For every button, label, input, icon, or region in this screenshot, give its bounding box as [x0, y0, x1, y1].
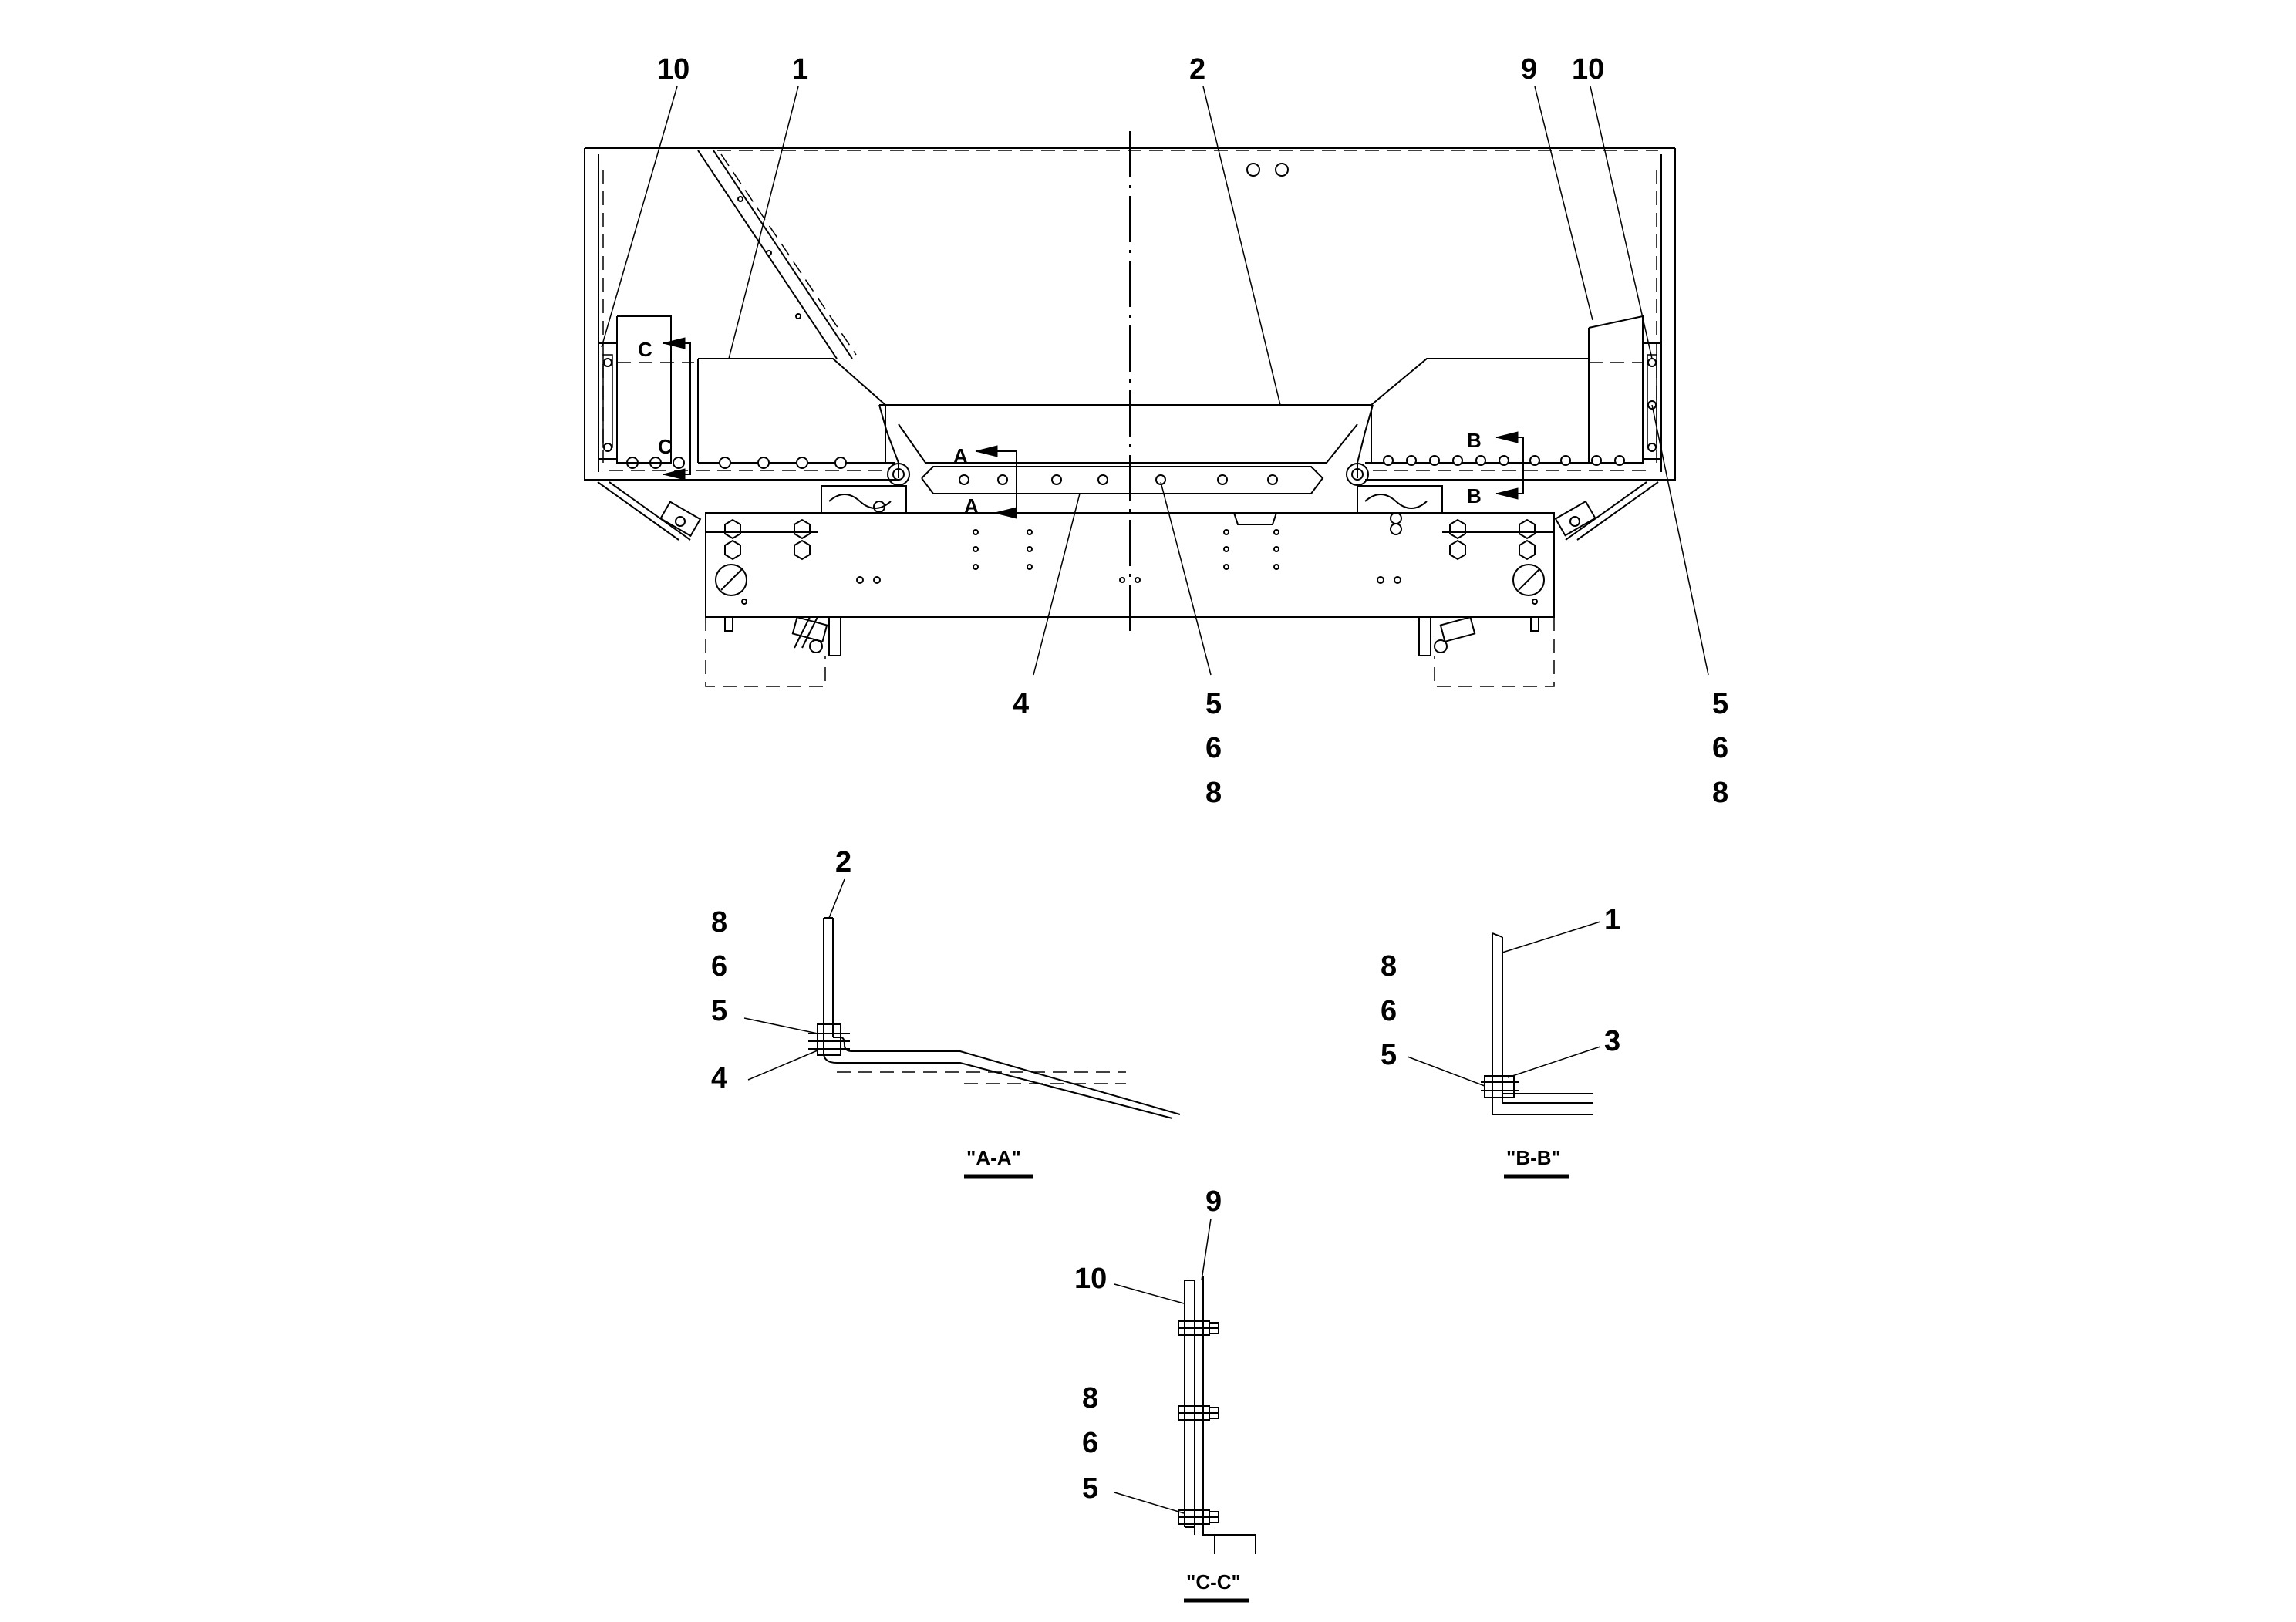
bb-section-title: "B-B" — [1506, 1146, 1561, 1169]
cc-bolt-3 — [1178, 1509, 1219, 1525]
aa-callout-6: 6 — [711, 950, 727, 983]
callout-2: 2 — [1189, 53, 1205, 86]
spring-left — [821, 485, 907, 514]
section-marker-c-bottom: C — [658, 435, 673, 458]
cc-callout-6: 6 — [1082, 1427, 1098, 1459]
section-marker-a: A A — [953, 444, 1017, 519]
deflector-strip — [921, 466, 1324, 494]
bb-callout-6: 6 — [1381, 995, 1397, 1027]
bb-callout-5: 5 — [1381, 1039, 1397, 1071]
aa-callout-2: 2 — [835, 846, 851, 878]
section-marker-a-top: A — [953, 444, 968, 467]
wheel-left-dashed — [705, 617, 826, 687]
center-chute — [878, 404, 1374, 478]
callout-4: 4 — [1013, 688, 1029, 720]
corner-panel-left — [598, 315, 672, 464]
section-aa: 2 8 6 5 4 "A-A" — [711, 846, 1181, 1179]
bb-callout-8: 8 — [1381, 950, 1397, 983]
callout-10-right: 10 — [1572, 53, 1604, 86]
section-marker-c-top: C — [638, 338, 652, 361]
aa-section-title: "A-A" — [966, 1146, 1021, 1169]
cc-section-title: "C-C" — [1186, 1570, 1241, 1593]
wheel-right-dashed — [1434, 617, 1555, 687]
aa-callout-8: 8 — [711, 906, 727, 939]
spring-right — [1357, 485, 1443, 535]
callout-5-right: 5 — [1712, 688, 1728, 720]
section-marker-c: C C — [638, 337, 691, 481]
side-panel-right — [1365, 358, 1643, 466]
callout-9: 9 — [1521, 53, 1537, 86]
callout-10-left: 10 — [657, 53, 689, 86]
callout-5-mid: 5 — [1205, 688, 1222, 720]
section-bb: 1 8 6 5 3 "B-B" — [1381, 904, 1620, 1179]
cc-callout-10: 10 — [1074, 1263, 1107, 1295]
cc-callout-9: 9 — [1205, 1185, 1222, 1218]
cc-bolt-1 — [1178, 1320, 1219, 1336]
cc-bolt-2 — [1178, 1405, 1219, 1421]
callout-6-right: 6 — [1712, 732, 1728, 764]
linkage-left — [597, 481, 841, 656]
bb-callout-3: 3 — [1604, 1025, 1620, 1057]
section-marker-b-bottom: B — [1467, 484, 1482, 508]
leader-lines-main — [601, 86, 1709, 676]
main-view: C C A A B B — [584, 53, 1728, 809]
aa-callout-4: 4 — [711, 1062, 727, 1094]
side-panel-left — [617, 358, 895, 469]
bb-callout-1: 1 — [1604, 904, 1620, 936]
bolt-row-right — [1383, 455, 1625, 466]
callout-6-mid: 6 — [1205, 732, 1222, 764]
frame-beam — [705, 512, 1555, 618]
callout-1: 1 — [792, 53, 808, 86]
callout-8-mid: 8 — [1205, 777, 1222, 809]
section-marker-b-top: B — [1467, 429, 1482, 452]
linkage-right — [1418, 481, 1659, 656]
diagonal-strut — [697, 150, 857, 359]
section-marker-a-bottom: A — [964, 494, 979, 518]
beam-bolts — [724, 518, 1538, 605]
cc-callout-5: 5 — [1082, 1472, 1098, 1505]
section-marker-b: B B — [1467, 429, 1524, 508]
corner-panel-right — [1588, 315, 1662, 464]
section-cc: 9 10 8 6 5 "C-C" — [1074, 1185, 1256, 1603]
cc-callout-8: 8 — [1082, 1382, 1098, 1415]
callout-8-right: 8 — [1712, 777, 1728, 809]
aa-callout-5: 5 — [711, 995, 727, 1027]
